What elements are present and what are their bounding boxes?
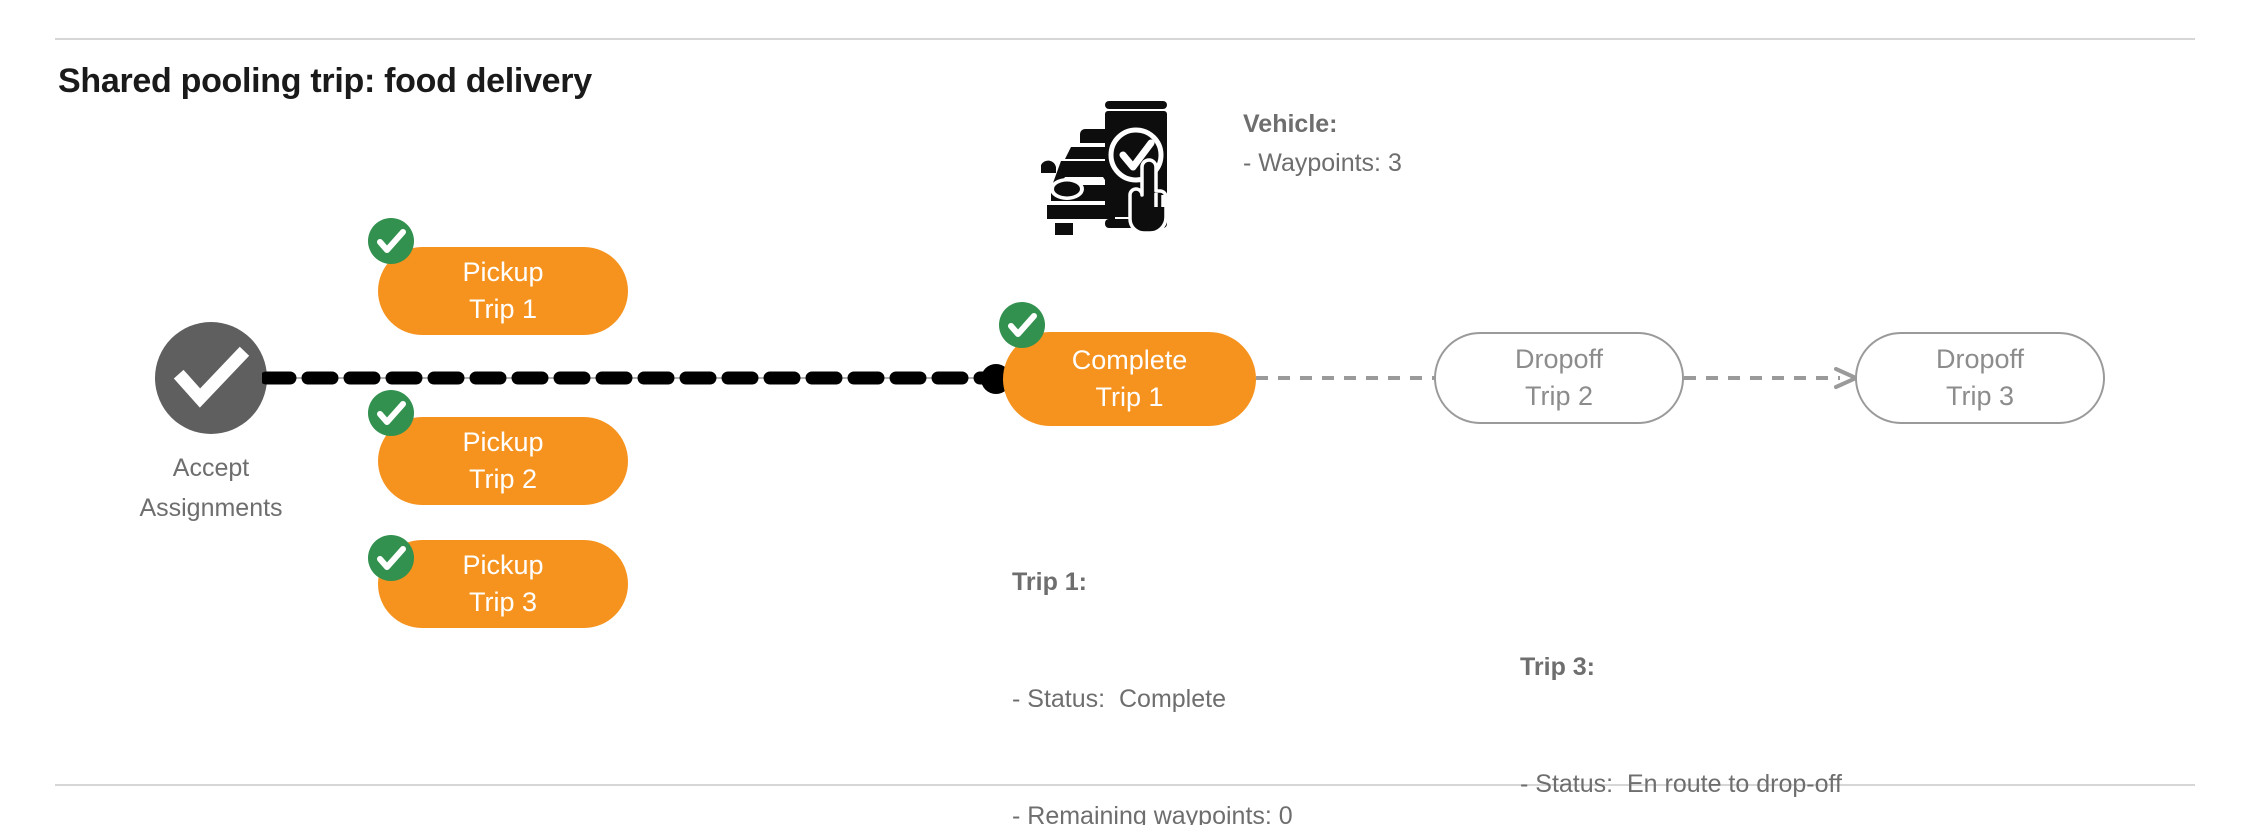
dropoff-trip-3-line1: Dropoff [1935, 344, 2025, 374]
trip3-header: Trip 3: [1520, 653, 1596, 681]
complete-to-dropoff2-connector [1256, 363, 1438, 393]
accept-assignments-node[interactable] [155, 322, 267, 434]
pickup-trip-1-line1: Pickup [462, 257, 544, 287]
accept-assignments-label: Accept Assignments [100, 448, 322, 528]
check-badge-icon [368, 218, 414, 264]
accept-to-complete-connector [259, 362, 1005, 394]
complete-trip-1-pill[interactable]: Complete Trip 1 [1003, 332, 1256, 426]
trip1-status: - Status: Complete [1012, 685, 1226, 713]
top-divider [55, 38, 2195, 40]
pickup-trip-3-line2: Trip 3 [468, 587, 537, 617]
pickup-trip-1-line2: Trip 1 [468, 294, 537, 324]
complete-trip-1-line1: Complete [1071, 345, 1188, 375]
dropoff-trip-2-line2: Trip 2 [1524, 381, 1593, 411]
pickup-trip-1-pill[interactable]: Pickup Trip 1 [378, 247, 628, 335]
pickup-trip-2-line2: Trip 2 [468, 464, 537, 494]
page-title: Shared pooling trip: food delivery [58, 62, 592, 100]
dropoff-trip-2-line1: Dropoff [1514, 344, 1604, 374]
dropoff-trip-3-pill[interactable]: Dropoff Trip 3 [1855, 332, 2105, 424]
check-badge-icon [368, 535, 414, 581]
pickup-trip-3-line1: Pickup [462, 550, 544, 580]
vehicle-header: Vehicle: [1243, 110, 1338, 138]
pickup-trip-2-pill[interactable]: Pickup Trip 2 [378, 417, 628, 505]
vehicle-waypoints: - Waypoints: 3 [1243, 149, 1402, 177]
pickup-trip-3-pill[interactable]: Pickup Trip 3 [378, 540, 628, 628]
complete-trip-1-line2: Trip 1 [1095, 382, 1164, 412]
check-badge-icon [999, 302, 1045, 348]
vehicle-info: Vehicle: - Waypoints: 3 [1243, 105, 1402, 183]
trip1-header: Trip 1: [1012, 568, 1088, 596]
dropoff-trip-2-pill[interactable]: Dropoff Trip 2 [1434, 332, 1684, 424]
accept-label-line2: Assignments [139, 494, 283, 522]
trip3-status: - Status: En route to drop-off [1520, 770, 1842, 798]
check-circle-icon [155, 322, 267, 434]
trip-details-left: Trip 1: - Status: Complete - Remaining w… [1012, 485, 1334, 825]
bottom-divider [55, 784, 2195, 786]
check-badge-icon [368, 390, 414, 436]
dropoff-trip-3-line2: Trip 3 [1945, 381, 2014, 411]
trip-details-right: Trip 3: - Status: En route to drop-off -… [1520, 570, 1842, 825]
pickup-trip-2-line1: Pickup [462, 427, 544, 457]
accept-label-line1: Accept [172, 454, 250, 482]
car-phone-check-icon [1035, 85, 1185, 235]
dropoff2-to-dropoff3-arrow [1684, 363, 1862, 393]
trip1-waypoints: - Remaining waypoints: 0 [1012, 802, 1293, 825]
